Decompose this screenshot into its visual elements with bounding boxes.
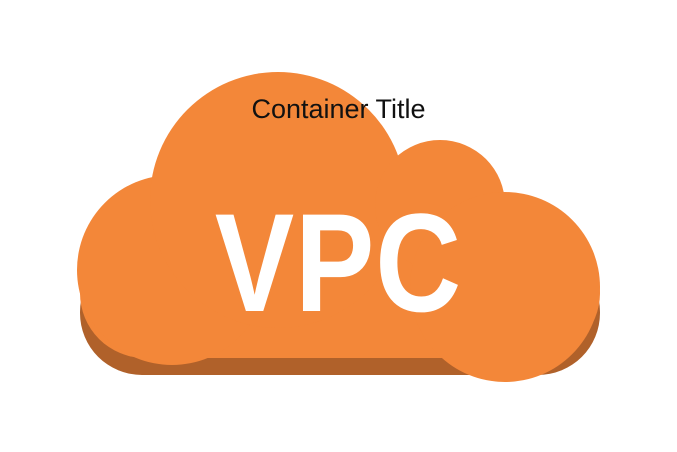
cloud-right-lobe (410, 192, 600, 382)
cloud-center-lobe (150, 72, 406, 328)
container-title: Container Title (251, 94, 426, 124)
cloud-body-layer (77, 72, 600, 382)
vpc-label: VPC (214, 184, 463, 341)
